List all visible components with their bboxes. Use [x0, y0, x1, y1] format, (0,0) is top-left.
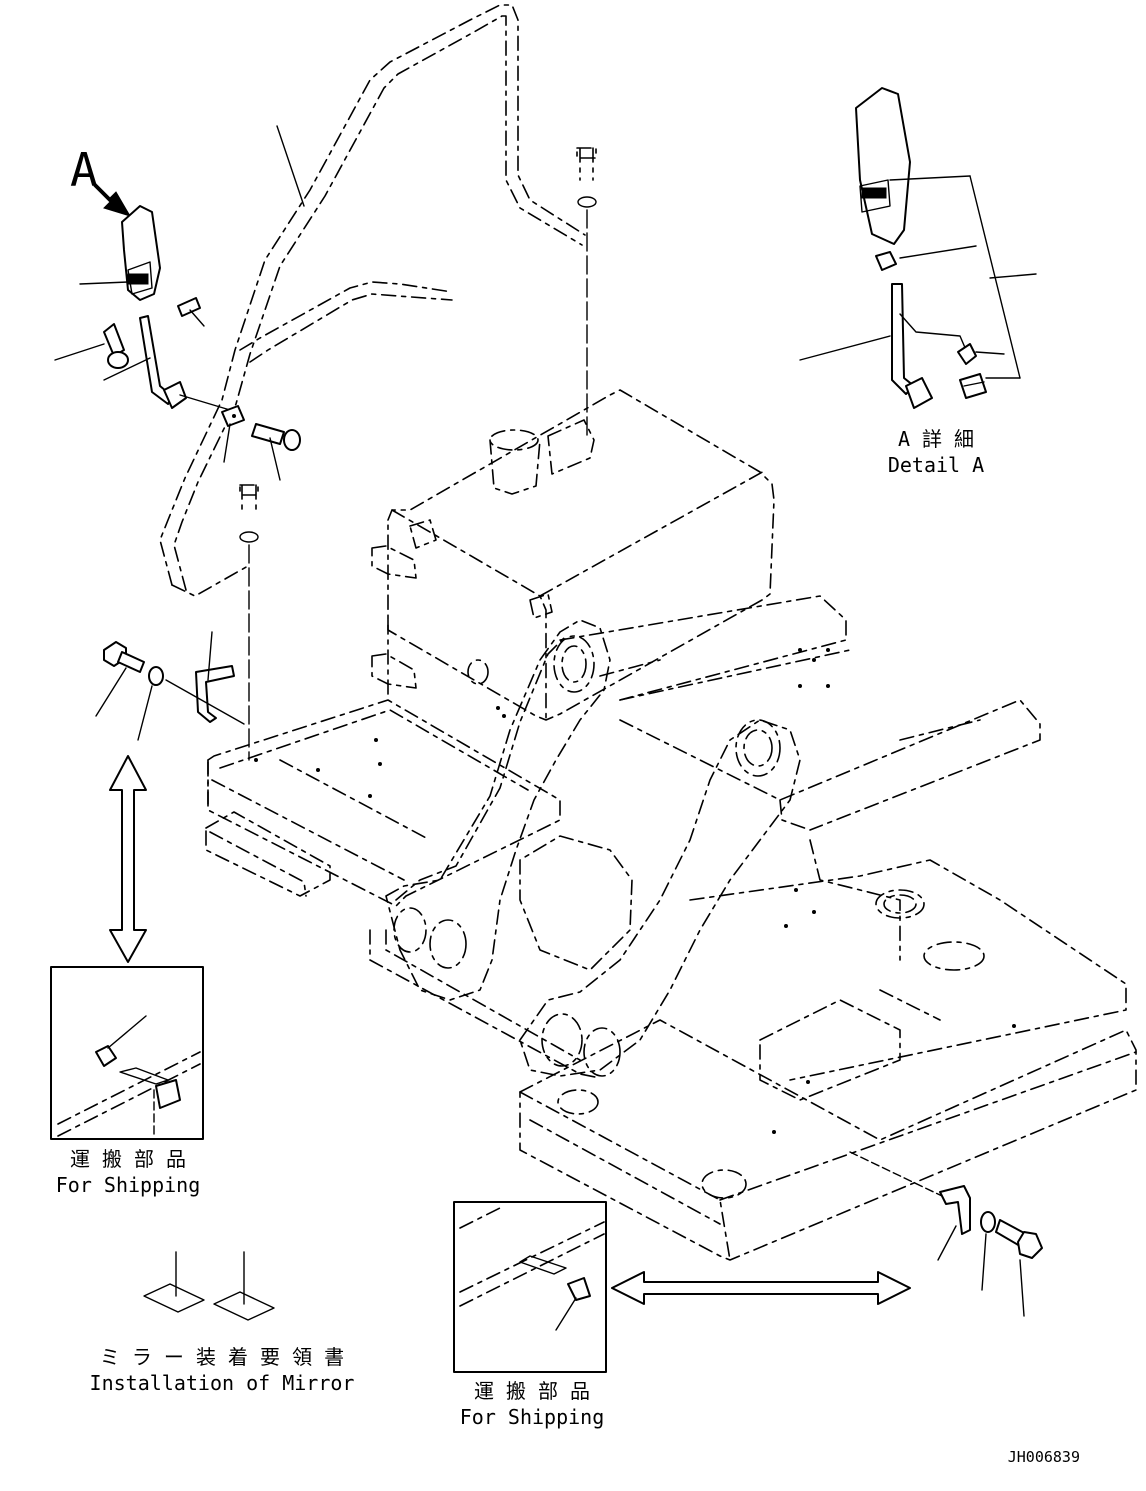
leader-line [799, 335, 891, 361]
bolt-left-center [239, 484, 259, 761]
inset-shipping-right [453, 1201, 607, 1373]
bolt-clamp [251, 423, 301, 451]
mirror-manual-jp: ミ ラ ー 装 着 要 領 書 [100, 1345, 344, 1369]
leader-line [223, 423, 231, 463]
mirror-left [121, 205, 161, 301]
detail-a-cap [875, 251, 897, 271]
bolt-lower-left [103, 641, 145, 673]
handrail-tube [159, 4, 586, 597]
detail-a-clamp [959, 373, 1021, 399]
vertical-double-arrow [109, 755, 147, 963]
view-arrow-icon [93, 180, 132, 217]
leader-line [937, 1225, 957, 1261]
view-marker-a: A [70, 143, 98, 197]
leader-line [981, 1233, 987, 1291]
bolt-mirror-left [103, 323, 129, 369]
leader-line [95, 667, 127, 717]
drawing-number: JH006839 [1008, 1448, 1080, 1466]
bolt-right [995, 1219, 1043, 1259]
leader-line [207, 631, 213, 681]
detail-a-cap-2 [957, 343, 977, 365]
shipping-right-jp: 運 搬 部 品 [474, 1379, 590, 1403]
leader-line [975, 351, 1005, 355]
leader-line [189, 309, 205, 327]
washer-lower-left [148, 666, 164, 686]
fuel-tank [371, 389, 775, 721]
shipping-right-en: For Shipping [460, 1405, 605, 1429]
bolt-top-center [576, 147, 597, 441]
horizontal-double-arrow [611, 1271, 911, 1305]
leader-line [165, 679, 245, 725]
mount-holes [254, 648, 1016, 1134]
leader-line [1019, 1259, 1025, 1317]
manual-sheets [143, 1251, 275, 1321]
handle-grip-right [849, 1151, 971, 1235]
shipping-left-en: For Shipping [56, 1173, 201, 1197]
lower-frame [205, 699, 601, 1079]
revolving-frame [519, 595, 1137, 1261]
leader-line [54, 343, 105, 361]
pin-small [177, 297, 201, 317]
boom-bracket [385, 619, 801, 1077]
leader-line [103, 357, 151, 381]
mirror-stay-pipe [139, 315, 231, 411]
leader-line [79, 281, 129, 285]
shipping-left-jp: 運 搬 部 品 [70, 1147, 186, 1171]
detail-a-stay-pipe [891, 283, 933, 409]
washer-right [980, 1211, 996, 1233]
mirror-manual-en: Installation of Mirror [90, 1371, 355, 1395]
detail-a-jp: A 詳 細 [898, 427, 974, 451]
detail-a-en: Detail A [888, 453, 984, 477]
leader-line [269, 437, 281, 481]
inset-shipping-left [50, 966, 204, 1140]
leader-line [137, 685, 153, 741]
leader-line [276, 125, 305, 207]
clamp-plate [221, 405, 245, 427]
leader-line [899, 313, 967, 351]
handle-grip-left [195, 665, 235, 723]
detail-a-mirror [855, 87, 1037, 379]
